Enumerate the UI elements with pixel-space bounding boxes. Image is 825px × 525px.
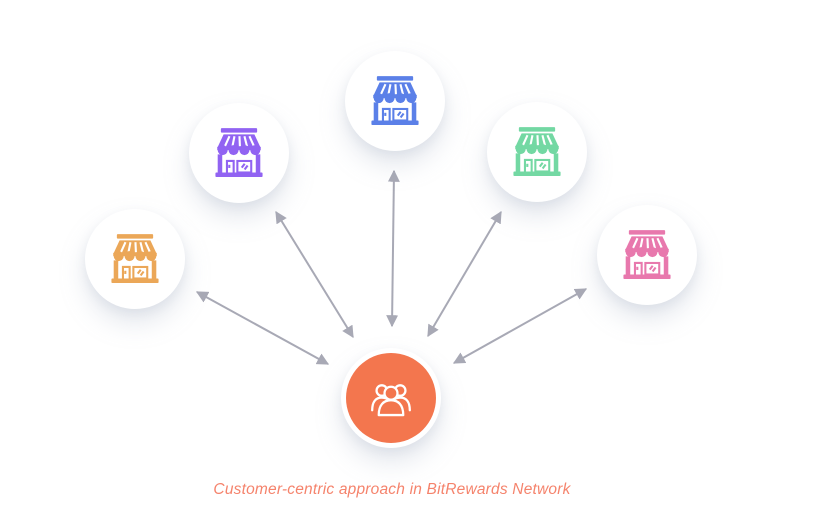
storefront-icon [508, 123, 566, 181]
customers-node [341, 348, 441, 448]
storefront-icon [618, 226, 676, 284]
caption: Customer-centric approach in BitRewards … [213, 481, 571, 498]
arrow-store-purple-customers [275, 210, 354, 339]
storefront-icon [106, 230, 164, 288]
store-node-blue [345, 51, 445, 151]
arrow-store-blue-customers [386, 169, 400, 328]
storefront-icon [366, 72, 424, 130]
arrow-store-orange-customers [195, 291, 330, 365]
customers-circle [346, 353, 436, 443]
arrow-store-pink-customers [452, 288, 588, 364]
store-node-green [487, 102, 587, 202]
arrow-store-green-customers [427, 210, 502, 338]
store-node-purple [189, 103, 289, 203]
people-group-icon [371, 384, 411, 417]
store-node-pink [597, 205, 697, 305]
storefront-icon [210, 124, 268, 182]
store-node-orange [85, 209, 185, 309]
